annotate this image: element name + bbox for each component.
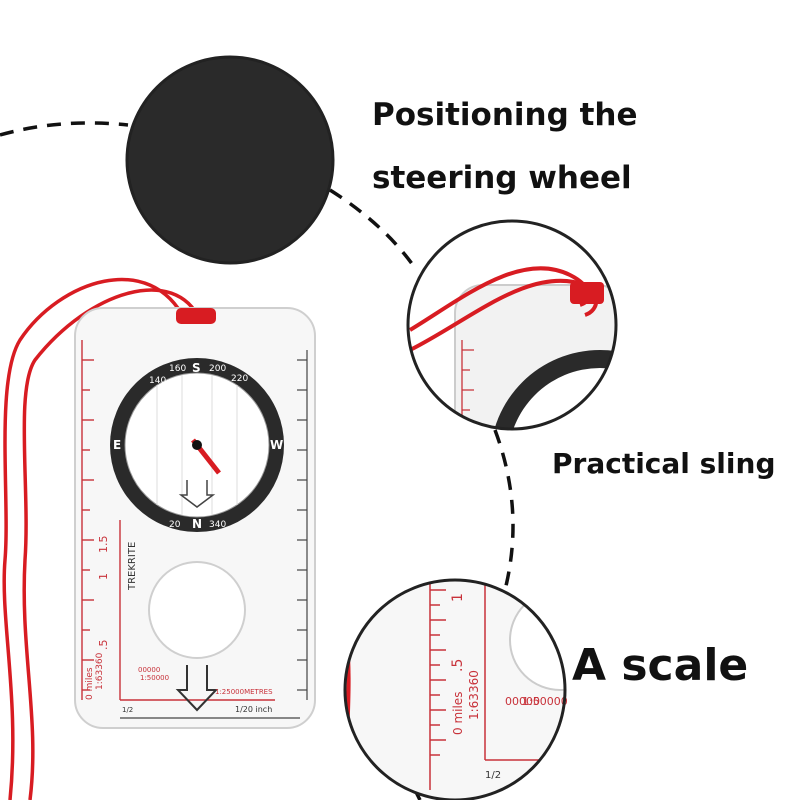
bezel-number: 160 (169, 364, 186, 374)
miles-word-label: 0 miles (451, 692, 465, 735)
cardinal-e: E (113, 438, 121, 452)
zeros-label: 00000 (505, 695, 540, 708)
half-mark-label: 1/2 (122, 706, 133, 714)
fraction-label: .5 (450, 659, 466, 672)
fraction-label: 1 (97, 573, 110, 580)
fraction-label: 1.5 (97, 536, 110, 554)
bezel-number: 340 (209, 520, 226, 530)
bezel-number: 200 (209, 364, 226, 374)
fraction-label: .5 (97, 640, 110, 651)
sling-strap (2, 277, 202, 800)
caption-positioning-line1: Positioning the (372, 97, 638, 133)
fraction-label: 1 (450, 593, 466, 602)
caption-positioning-line2: steering wheel (372, 160, 632, 196)
miles-word-label: 0 miles (85, 667, 95, 700)
cardinal-w: W (270, 438, 283, 452)
caption-scale: A scale (572, 640, 749, 691)
zoom-scale-closeup: 1 .5 1:63360 0 miles 00000 1:50000 1/2 (343, 578, 568, 800)
zoom-sling-closeup (406, 219, 618, 431)
cardinal-s: S (192, 361, 201, 375)
scale-50000-label: 1:50000 (522, 695, 568, 708)
zeros-label: 00000 (138, 666, 160, 674)
caption-sling: Practical sling (552, 447, 776, 480)
bezel-number: 220 (231, 374, 248, 384)
bezel-number: 140 (149, 376, 166, 386)
half-mark-label: 1/2 (485, 770, 501, 781)
inch-label: 1/20 inch (235, 705, 272, 714)
scale-50000-label: 1:50000 (140, 674, 169, 682)
metres-scale-label: 1:25000METRES (215, 688, 273, 696)
bezel-number: 20 (169, 520, 181, 530)
cardinal-n: N (192, 517, 202, 531)
compass-dial: N S E W 140 160 200 220 340 20 (110, 358, 284, 532)
miles-scale-label: 1:63360 (467, 670, 481, 720)
zoom-dial-closeup: S N E W 140 160 200 220 340 20 20 30 (125, 55, 335, 265)
brand-label: TREKRITE (127, 542, 138, 591)
miles-scale-label: 1:63360 (95, 652, 105, 690)
